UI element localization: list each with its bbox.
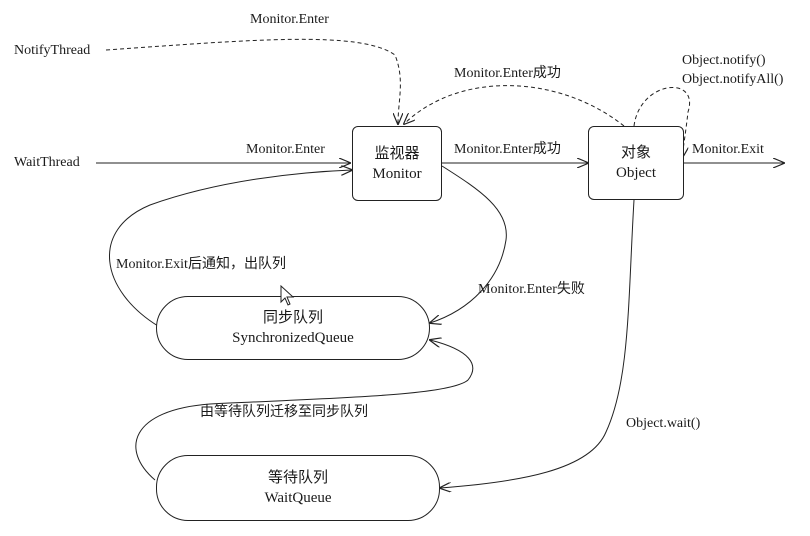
label-wait-thread: WaitThread — [14, 155, 80, 170]
label-notify-thread: NotifyThread — [14, 43, 91, 58]
object-title-cn: 对象 — [620, 145, 651, 161]
sync-queue-title-cn: 同步队列 — [262, 310, 323, 326]
monitor-to-sync-queue-arrow — [430, 165, 507, 323]
label-monitor-enter-success-top: Monitor.Enter成功 — [454, 66, 561, 81]
notify-thread-arrow — [105, 38, 400, 124]
label-monitor-enter-success: Monitor.Enter成功 — [454, 142, 561, 157]
label-monitor-enter: Monitor.Enter — [246, 142, 325, 157]
monitor-node: 监视器 Monitor — [352, 126, 442, 201]
object-node: 对象 Object — [588, 126, 684, 200]
object-to-wait-queue-arrow — [440, 199, 635, 488]
mouse-pointer-icon — [280, 285, 295, 306]
label-object-wait: Object.wait() — [626, 416, 701, 431]
wait-queue-title-cn: 等待队列 — [267, 470, 328, 486]
label-object-notify-all: Object.notifyAll() — [682, 72, 784, 87]
label-move-to-sync: 由等待队列迁移至同步队列 — [200, 405, 368, 420]
wait-queue-title-en: WaitQueue — [264, 490, 332, 506]
label-monitor-enter-top: Monitor.Enter — [250, 12, 329, 27]
wait-queue-node: 等待队列 WaitQueue — [156, 455, 440, 521]
label-enter-failed: Monitor.Enter失败 — [478, 282, 585, 297]
object-notify-loop-arrow — [633, 87, 691, 158]
monitor-title-en: Monitor — [372, 165, 422, 182]
wait-queue-to-sync-queue-arrow — [135, 340, 474, 481]
sync-queue-title-en: SynchronizedQueue — [232, 330, 354, 346]
label-exit-notify: Monitor.Exit后通知，出队列 — [116, 257, 286, 272]
label-object-notify: Object.notify() — [682, 53, 766, 68]
sync-queue-to-monitor-arrow — [109, 170, 352, 327]
monitor-title-cn: 监视器 — [374, 145, 420, 162]
object-title-en: Object — [616, 165, 656, 181]
object-to-monitor-dashed-arrow — [404, 85, 625, 127]
label-monitor-exit: Monitor.Exit — [692, 142, 764, 157]
